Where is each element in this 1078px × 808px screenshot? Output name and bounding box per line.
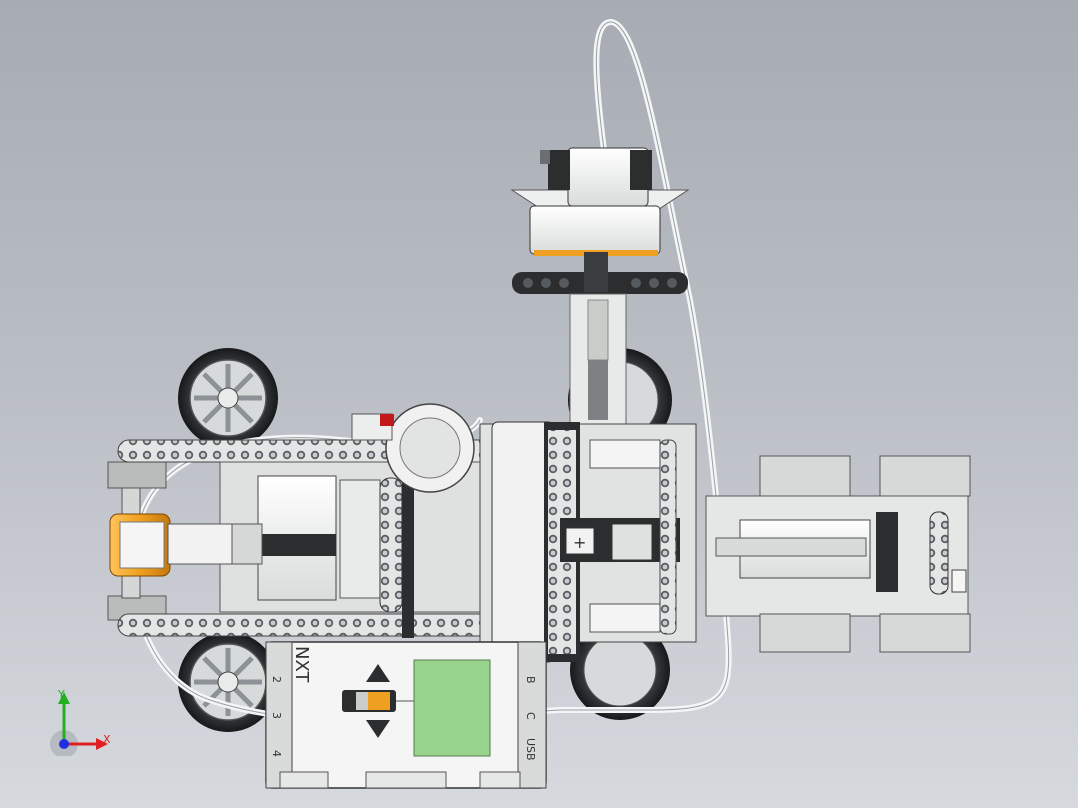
port-label-b: B xyxy=(524,676,537,684)
port-label-3: 3 xyxy=(270,712,283,719)
port-label-2: 2 xyxy=(270,676,283,683)
rear-bumper xyxy=(107,461,171,621)
gear-disc xyxy=(351,403,475,493)
wheel-front-bottom xyxy=(570,620,670,720)
axis-x-label: X xyxy=(103,733,111,746)
central-motor-block: + xyxy=(479,421,697,663)
wheel-rear-top xyxy=(178,348,278,448)
wheel-rear-bottom xyxy=(178,632,278,732)
brick-name: NXT xyxy=(291,646,312,683)
orientation-triad xyxy=(50,692,108,756)
port-label-4: 4 xyxy=(270,750,283,757)
svg-text:+: + xyxy=(573,533,586,552)
sensor-head xyxy=(510,147,690,256)
vertical-mast xyxy=(569,293,627,430)
beam-bottom xyxy=(117,613,495,637)
black-crossbeam xyxy=(512,252,688,294)
usb-label: USB xyxy=(524,738,537,761)
nxt-brick xyxy=(265,641,547,789)
axis-y-label: Y xyxy=(58,688,65,701)
front-gripper xyxy=(705,455,971,653)
port-label-c: C xyxy=(524,712,537,720)
